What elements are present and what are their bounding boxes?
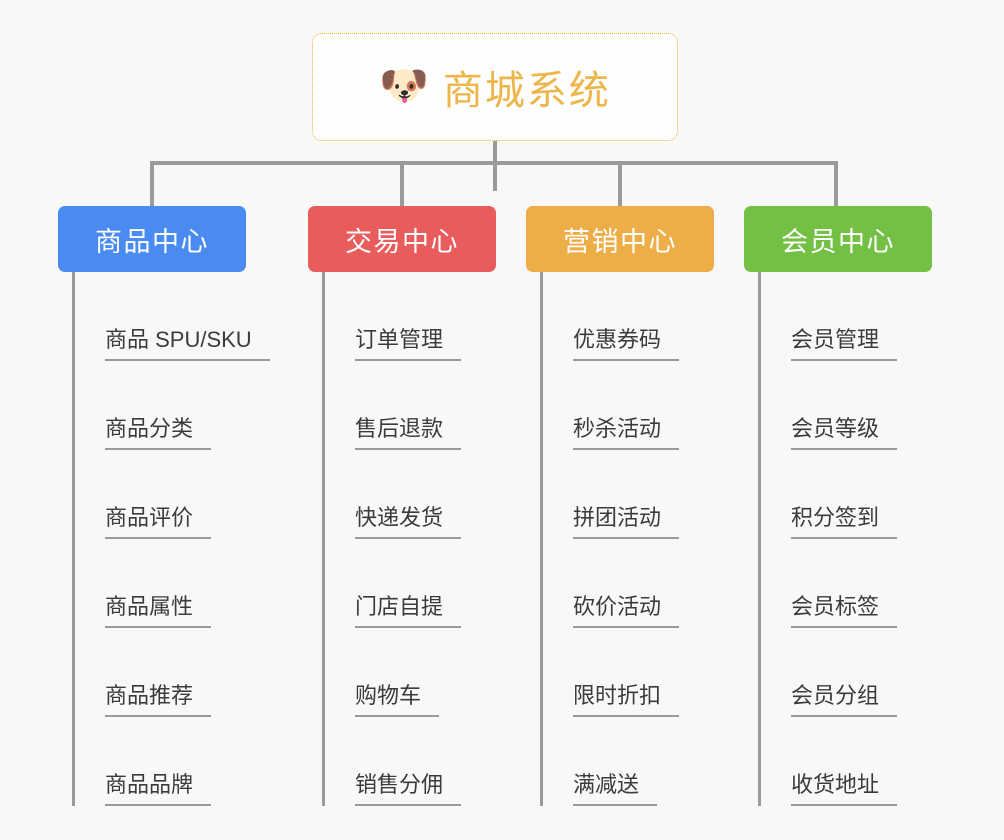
list-item[interactable]: 门店自提 [325,539,496,628]
leaf-label: 订单管理 [355,327,462,361]
leaf-label: 会员等级 [791,416,898,450]
leaf-label: 满减送 [573,772,658,806]
category-label: 商品中心 [95,226,209,257]
leaf-label: 门店自提 [355,594,462,628]
column-product-center: 商品中心 商品 SPU/SKU 商品分类 商品评价 商品属性 商品推荐 商品品牌 [58,206,270,806]
column-member-center: 会员中心 会员管理 会员等级 积分签到 会员标签 会员分组 收货地址 [744,206,932,806]
list-item[interactable]: 会员管理 [761,272,932,361]
list-item[interactable]: 商品评价 [75,450,246,539]
category-header-marketing-center[interactable]: 营销中心 [526,206,714,272]
leaf-label: 优惠券码 [573,327,680,361]
list-item[interactable]: 商品 SPU/SKU [75,272,270,361]
leaf-label: 商品属性 [105,594,212,628]
dog-face-icon: 🐶 [379,64,429,108]
list-item[interactable]: 满减送 [543,717,714,806]
leaf-label: 快递发货 [355,505,462,539]
leaf-label: 砍价活动 [573,594,680,628]
column-trade-center: 交易中心 订单管理 售后退款 快递发货 门店自提 购物车 销售分佣 [308,206,496,806]
leaf-label: 收货地址 [791,772,898,806]
connector-drop-2 [400,161,404,206]
list-item[interactable]: 商品属性 [75,539,246,628]
list-item[interactable]: 秒杀活动 [543,361,714,450]
category-header-product-center[interactable]: 商品中心 [58,206,246,272]
connector-drop-1 [150,161,154,206]
list-item[interactable]: 拼团活动 [543,450,714,539]
leaf-label: 商品 SPU/SKU [105,327,270,361]
root-title: 商城系统 [442,69,611,113]
category-label: 交易中心 [345,226,459,257]
leaf-label: 限时折扣 [573,683,680,717]
list-item[interactable]: 商品推荐 [75,628,246,717]
leaf-label: 秒杀活动 [573,416,680,450]
category-label: 营销中心 [563,226,677,257]
leaf-list-member-center: 会员管理 会员等级 积分签到 会员标签 会员分组 收货地址 [758,272,932,806]
list-item[interactable]: 商品品牌 [75,717,246,806]
list-item[interactable]: 会员标签 [761,539,932,628]
list-item[interactable]: 售后退款 [325,361,496,450]
leaf-label: 商品分类 [105,416,212,450]
leaf-list-trade-center: 订单管理 售后退款 快递发货 门店自提 购物车 销售分佣 [322,272,496,806]
leaf-label: 拼团活动 [573,505,680,539]
list-item[interactable]: 商品分类 [75,361,246,450]
root-node[interactable]: 🐶 商城系统 [312,33,678,141]
leaf-label: 商品推荐 [105,683,212,717]
leaf-list-product-center: 商品 SPU/SKU 商品分类 商品评价 商品属性 商品推荐 商品品牌 [72,272,270,806]
list-item[interactable]: 购物车 [325,628,496,717]
leaf-label: 商品评价 [105,505,212,539]
leaf-label: 售后退款 [355,416,462,450]
leaf-list-marketing-center: 优惠券码 秒杀活动 拼团活动 砍价活动 限时折扣 满减送 [540,272,714,806]
list-item[interactable]: 销售分佣 [325,717,496,806]
list-item[interactable]: 积分签到 [761,450,932,539]
leaf-label: 会员分组 [791,683,898,717]
leaf-label: 会员标签 [791,594,898,628]
connector-drop-3 [618,161,622,206]
list-item[interactable]: 会员等级 [761,361,932,450]
connector-horizontal-bus [150,161,838,165]
leaf-label: 商品品牌 [105,772,212,806]
list-item[interactable]: 优惠券码 [543,272,714,361]
leaf-label: 销售分佣 [355,772,462,806]
category-label: 会员中心 [781,226,895,257]
list-item[interactable]: 订单管理 [325,272,496,361]
connector-root-stem [493,141,497,191]
list-item[interactable]: 快递发货 [325,450,496,539]
list-item[interactable]: 砍价活动 [543,539,714,628]
leaf-label: 积分签到 [791,505,898,539]
connector-drop-4 [834,161,838,206]
list-item[interactable]: 会员分组 [761,628,932,717]
leaf-label: 购物车 [355,683,440,717]
leaf-label: 会员管理 [791,327,898,361]
category-header-member-center[interactable]: 会员中心 [744,206,932,272]
list-item[interactable]: 限时折扣 [543,628,714,717]
list-item[interactable]: 收货地址 [761,717,932,806]
column-marketing-center: 营销中心 优惠券码 秒杀活动 拼团活动 砍价活动 限时折扣 满减送 [526,206,714,806]
category-header-trade-center[interactable]: 交易中心 [308,206,496,272]
